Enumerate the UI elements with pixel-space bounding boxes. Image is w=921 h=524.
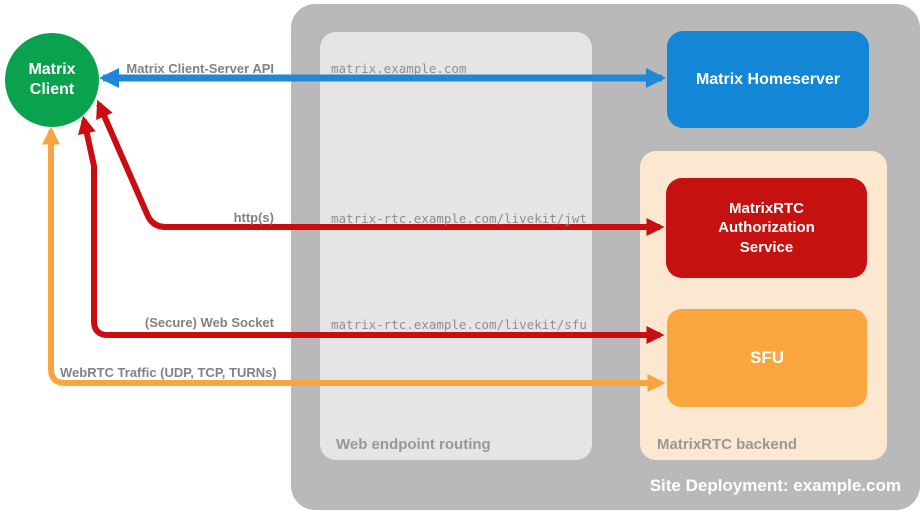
sfu-label: SFU bbox=[750, 348, 784, 367]
livekit-sfu-endpoint-url: matrix-rtc.example.com/livekit/sfu bbox=[331, 317, 587, 332]
matrix-homeserver-node: Matrix Homeserver bbox=[667, 31, 869, 128]
web-endpoint-routing-caption: Web endpoint routing bbox=[336, 436, 491, 453]
sfu-node: SFU bbox=[667, 309, 867, 407]
matrix-client-node: Matrix Client bbox=[5, 33, 99, 127]
matrixrtc-backend-caption: MatrixRTC backend bbox=[657, 436, 798, 453]
matrixrtc-authorization-service-node: MatrixRTC Authorization Service bbox=[666, 178, 867, 278]
matrix-homeserver-label: Matrix Homeserver bbox=[695, 70, 841, 88]
matrixrtc-authorization-service-label: MatrixRTC Authorization Service bbox=[718, 199, 815, 256]
webrtc-traffic-flow-label: WebRTC Traffic (UDP, TCP, TURNs) bbox=[60, 365, 277, 380]
https-flow-label: http(s) bbox=[233, 210, 274, 225]
matrix-client-label: Matrix Client bbox=[28, 61, 76, 98]
livekit-jwt-endpoint-url: matrix-rtc.example.com/livekit/jwt bbox=[331, 211, 587, 226]
site-deployment-caption: Site Deployment: example.com bbox=[649, 476, 901, 495]
websocket-flow-label: (Secure) Web Socket bbox=[144, 315, 274, 330]
matrix-endpoint-url: matrix.example.com bbox=[331, 61, 467, 76]
web-endpoint-routing-container bbox=[320, 32, 592, 460]
client-server-api-flow-label: Matrix Client-Server API bbox=[126, 61, 274, 76]
